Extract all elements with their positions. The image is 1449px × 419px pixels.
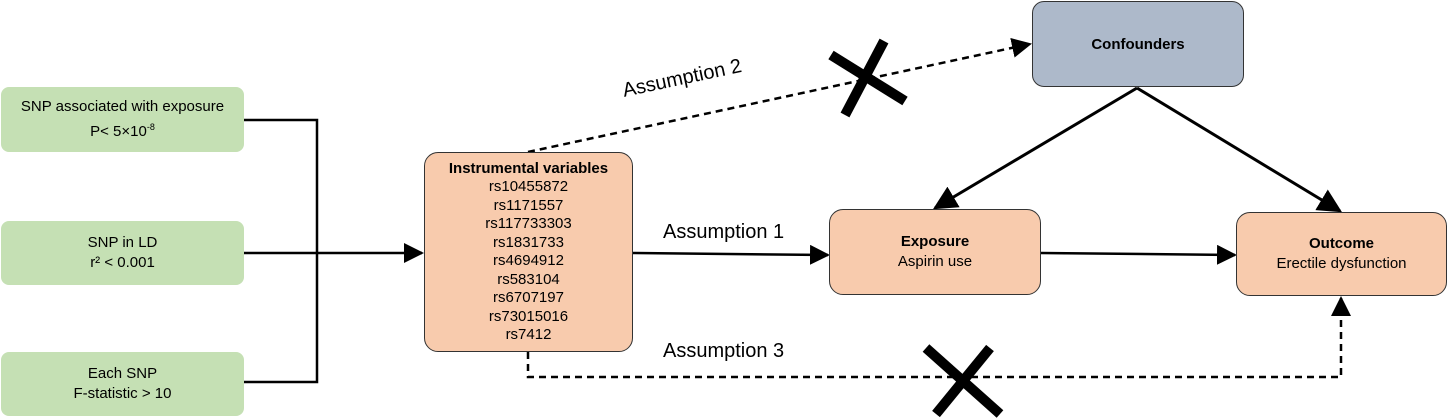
outcome-subtitle: Erectile dysfunction [1276,255,1407,272]
criterion-box-ld: SNP in LD r² < 0.001 [1,221,244,285]
snp-item: rs117733303 [485,215,572,232]
instrumental-variables-box: Instrumental variables rs10455872 rs1171… [424,152,633,352]
confounders-title: Confounders [1091,35,1185,53]
criterion-label: Each SNP [87,365,158,382]
exposure-to-outcome-arrow [1040,244,1237,265]
snp-item: rs10455872 [488,178,569,195]
snp-item: rs1171557 [493,196,564,214]
exposure-title: Exposure [900,233,970,250]
criterion-threshold: r² < 0.001 [90,254,155,271]
criterion-box-association: SNP associated with exposure P< 5×10-8 [1,87,244,152]
violation-cross-icon [922,344,1004,418]
confounders-to-exposure-arrow [932,86,1138,210]
exposure-box: Exposure Aspirin use [829,209,1041,295]
assumption-3-label: Assumption 3 [663,340,785,362]
snp-item: rs583104 [497,270,560,288]
confounders-to-outcome-arrow [1136,86,1343,213]
confounders-box: Confounders [1032,1,1244,87]
outcome-title: Outcome [1308,235,1374,252]
exposure-subtitle: Aspirin use [897,253,973,270]
criterion-threshold: P< 5×10-8 [90,122,155,140]
criterion-threshold: F-statistic > 10 [73,385,172,402]
assumption-1-label: Assumption 1 [663,221,785,243]
criterion-label: SNP associated with exposure [20,98,225,115]
criterion-box-f-statistic: Each SNP F-statistic > 10 [1,352,244,416]
criteria-bracket [244,118,319,384]
snp-item: rs7412 [505,326,552,343]
instrumental-variables-title: Instrumental variables [448,160,609,177]
iv-to-exposure-arrow [632,244,830,265]
snp-item: rs4694912 [493,252,564,269]
iv-to-confounders-dashed-arrow [527,38,1032,154]
iv-to-outcome-dashed-arrow [526,296,1351,379]
outcome-box: Outcome Erectile dysfunction [1236,212,1447,296]
snp-item: rs1831733 [493,233,564,251]
snp-item: rs73015016 [488,307,569,325]
snp-item: rs6707197 [493,289,564,306]
criterion-label: SNP in LD [87,234,158,251]
violation-cross-icon [828,38,908,118]
